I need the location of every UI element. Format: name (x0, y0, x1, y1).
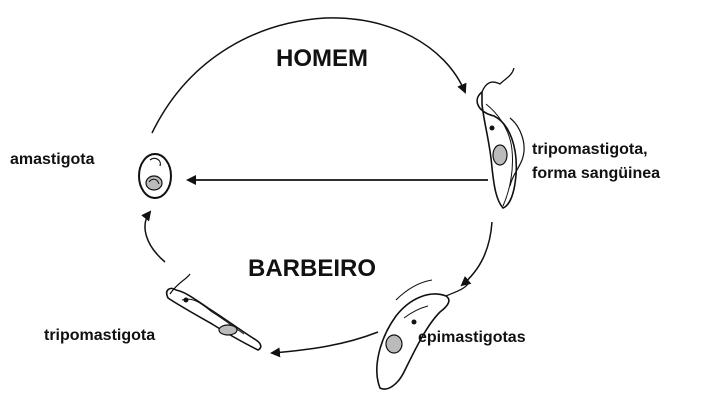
vector-label: BARBEIRO (248, 255, 376, 282)
epimastigote-label: epimastigotas (418, 329, 526, 346)
blood-trypomastigote-illustration (477, 68, 524, 208)
cycle-arc-bottom (272, 332, 378, 353)
blood-trypomastigote-label-line1: tripomastigota, (532, 141, 648, 158)
cycle-arc-top (152, 18, 465, 133)
amastigote-illustration (139, 154, 171, 198)
cycle-arc-left (145, 212, 165, 262)
amastigote-label: amastigota (10, 151, 95, 168)
metacyclic-trypomastigote-illustration (167, 274, 261, 350)
blood-trypomastigote-label-line2: forma sangüinea (532, 165, 660, 182)
host-label: HOMEM (276, 45, 368, 72)
metacyclic-trypomastigote-label: tripomastigota (44, 327, 155, 344)
cycle-arc-right-lower (462, 222, 492, 285)
